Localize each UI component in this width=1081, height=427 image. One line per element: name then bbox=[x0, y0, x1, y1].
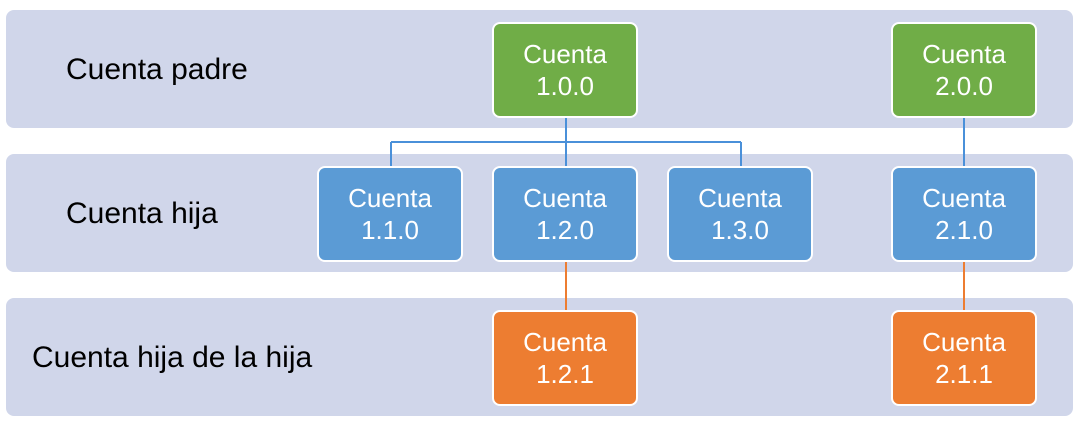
node-code: 1.2.1 bbox=[536, 359, 594, 389]
level-label-grandchild: Cuenta hija de la hija bbox=[32, 341, 313, 374]
node-word: Cuenta bbox=[523, 182, 607, 213]
node-word: Cuenta bbox=[523, 38, 607, 69]
node-code: 1.1.0 bbox=[361, 215, 419, 245]
account-node-1.0.0: Cuenta 1.0.0 bbox=[492, 22, 638, 118]
account-node-1.1.0: Cuenta 1.1.0 bbox=[317, 166, 463, 262]
node-code: 2.0.0 bbox=[935, 71, 993, 101]
node-word: Cuenta bbox=[698, 182, 782, 213]
account-node-2.1.0: Cuenta 2.1.0 bbox=[891, 166, 1037, 262]
level-label-parent: Cuenta padre bbox=[66, 53, 248, 86]
node-code: 2.1.1 bbox=[935, 359, 993, 389]
node-word: Cuenta bbox=[922, 326, 1006, 357]
account-node-1.2.1: Cuenta 1.2.1 bbox=[492, 310, 638, 406]
account-node-2.0.0: Cuenta 2.0.0 bbox=[891, 22, 1037, 118]
node-code: 1.2.0 bbox=[536, 215, 594, 245]
node-word: Cuenta bbox=[922, 38, 1006, 69]
node-word: Cuenta bbox=[922, 182, 1006, 213]
node-word: Cuenta bbox=[523, 326, 607, 357]
node-code: 1.0.0 bbox=[536, 71, 594, 101]
node-code: 1.3.0 bbox=[711, 215, 769, 245]
account-node-1.3.0: Cuenta 1.3.0 bbox=[667, 166, 813, 262]
node-word: Cuenta bbox=[348, 182, 432, 213]
level-label-child: Cuenta hija bbox=[66, 197, 218, 230]
account-node-2.1.1: Cuenta 2.1.1 bbox=[891, 310, 1037, 406]
account-node-1.2.0: Cuenta 1.2.0 bbox=[492, 166, 638, 262]
node-code: 2.1.0 bbox=[935, 215, 993, 245]
